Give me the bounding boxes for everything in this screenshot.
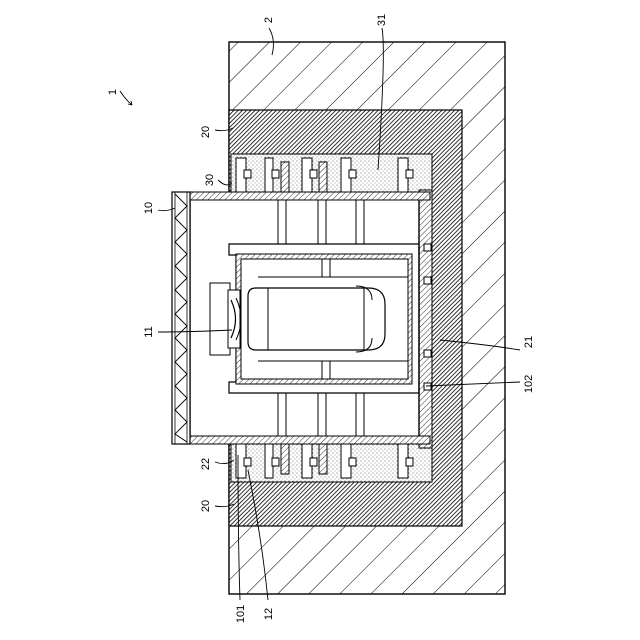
label-1: 1 (107, 89, 119, 95)
top-rail (190, 192, 430, 200)
label-12: 12 (263, 608, 275, 620)
label-31: 31 (376, 14, 388, 26)
label-2: 2 (263, 17, 275, 23)
label-20-top: 20 (200, 126, 212, 138)
label-102: 102 (523, 375, 535, 393)
label-21: 21 (523, 336, 535, 348)
label-22: 22 (200, 458, 212, 470)
bottom-rail (190, 436, 430, 444)
label-101: 101 (235, 605, 247, 623)
frame-21 (419, 190, 432, 448)
label-10: 10 (143, 202, 155, 214)
label-20-bottom: 20 (200, 500, 212, 512)
capsule-11 (231, 286, 385, 352)
label-11: 11 (143, 326, 155, 337)
label-30: 30 (204, 174, 216, 186)
truss-panel-10 (172, 192, 190, 444)
